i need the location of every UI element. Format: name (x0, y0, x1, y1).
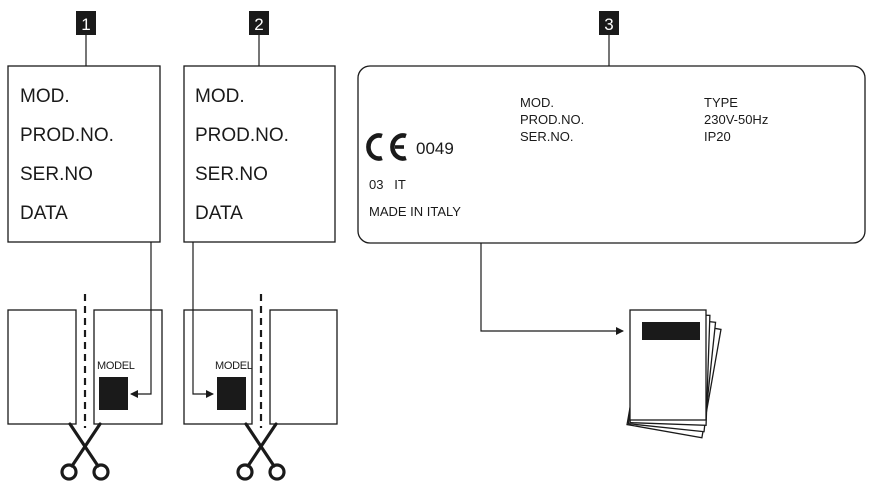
label-2-data: DATA (195, 203, 243, 224)
arrow-label-1 (130, 242, 152, 398)
model-plate-slot-2 (217, 377, 246, 410)
plate-field-mod: MOD. (520, 95, 554, 110)
label-box-1: MOD. PROD.NO. SER.NO DATA (7, 65, 161, 243)
badge-3-number: 3 (604, 15, 613, 34)
rating-plate: 0049 03 IT MADE IN ITALY MOD. PROD.NO. S… (357, 65, 866, 244)
badge-2: 2 (249, 11, 269, 35)
plate-field-ser-no: SER.NO. (520, 129, 573, 144)
badge-1-number: 1 (81, 15, 90, 34)
label-2-ser-no: SER.NO (195, 164, 268, 185)
plate-field-prod-no: PROD.NO. (520, 112, 584, 127)
model-tag-1: MODEL (97, 360, 135, 372)
cut-panel-1: MODEL (7, 242, 163, 481)
plate-value-ip: IP20 (704, 129, 731, 144)
badge-3: 3 (599, 11, 619, 35)
label-2-mod: MOD. (195, 86, 245, 107)
label-1-ser-no: SER.NO (20, 164, 93, 185)
model-plate-slot-1 (99, 377, 128, 410)
label-2-prod-no: PROD.NO. (195, 125, 289, 146)
arrow-plate-to-manual (480, 243, 624, 335)
plate-value-type: TYPE (704, 95, 738, 110)
label-1-data: DATA (20, 203, 68, 224)
model-tag-2: MODEL (215, 360, 253, 372)
label-1-mod: MOD. (20, 86, 70, 107)
plate-value-voltage: 230V-50Hz (704, 112, 768, 127)
cut-panel-2: MODEL (183, 242, 338, 481)
badge-1: 1 (76, 11, 96, 35)
ce-mark-icon (366, 133, 407, 161)
scissors-icon (236, 422, 286, 481)
label-1-prod-no: PROD.NO. (20, 125, 114, 146)
plate-year-country: 03 IT (369, 177, 406, 192)
manual-document-icon (480, 243, 722, 439)
ce-notified-body-number: 0049 (416, 139, 454, 158)
manual-label-block (642, 322, 700, 340)
label-box-2: MOD. PROD.NO. SER.NO DATA (183, 65, 336, 243)
badge-2-number: 2 (254, 15, 263, 34)
arrow-label-2 (192, 242, 214, 398)
plate-made-in: MADE IN ITALY (369, 204, 461, 219)
scissors-icon (60, 422, 110, 481)
